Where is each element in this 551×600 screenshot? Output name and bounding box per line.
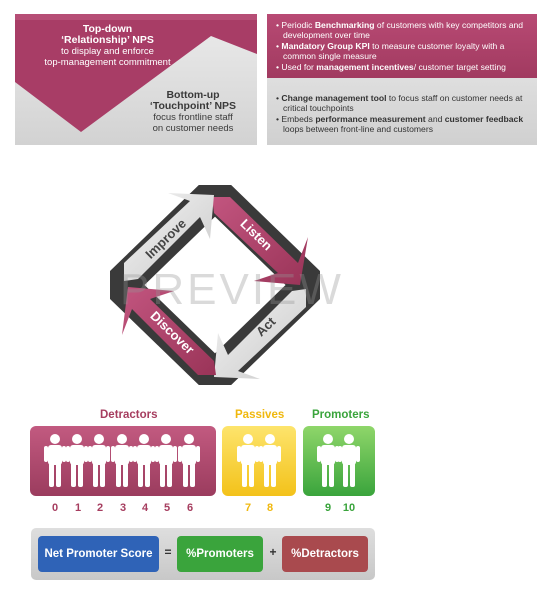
- top-down-nps-text: Top-down ‘Relationship’ NPS to display a…: [25, 23, 190, 69]
- touchpoint-usage-list: • Change management tool to focus staff …: [276, 93, 531, 135]
- passives-label: Passives: [235, 409, 285, 421]
- nps-usage-panel: • Periodic Benchmarking of customers wit…: [267, 14, 537, 145]
- score-3: 3: [119, 502, 127, 514]
- bottom-up-desc-2: on customer needs: [152, 123, 234, 134]
- relationship-chevron-shape: [15, 14, 257, 132]
- score-10: 10: [342, 502, 356, 514]
- person-icon: [317, 434, 339, 487]
- person-icon: [178, 434, 200, 487]
- list-item: • Mandatory Group KPI to measure custome…: [276, 40, 505, 62]
- list-item: • Embeds performance measurement and cus…: [276, 113, 524, 135]
- promoters-label: Promoters: [312, 409, 370, 421]
- person-icon: [338, 434, 360, 487]
- person-icon: [111, 434, 133, 487]
- relationship-nps-label: ‘Relationship’ NPS: [61, 34, 154, 46]
- score-0: 0: [51, 502, 59, 514]
- top-down-desc-2: top-management commitment: [44, 57, 171, 68]
- list-item: • Periodic Benchmarking of customers wit…: [276, 20, 524, 41]
- score-4: 4: [141, 502, 149, 514]
- bottom-up-nps-text: Bottom-up ‘Touchpoint’ NPS focus frontli…: [133, 89, 253, 135]
- passives-box: [222, 426, 296, 496]
- equals-sign: =: [164, 545, 172, 559]
- relationship-usage-list: • Periodic Benchmarking of customers wit…: [276, 20, 531, 72]
- bottom-up-desc-1: focus frontline staff: [153, 112, 233, 123]
- person-icon: [155, 434, 177, 487]
- person-icon: [237, 434, 259, 487]
- top-down-desc-1: to display and enforce: [61, 46, 154, 57]
- relationship-usage-band: [267, 14, 537, 78]
- score-8: 8: [266, 502, 274, 514]
- bottom-up-title: Bottom-up: [166, 89, 220, 101]
- person-icon: [66, 434, 88, 487]
- score-2: 2: [96, 502, 104, 514]
- detractors-pct-box: %Detractors: [282, 536, 368, 572]
- person-icon: [44, 434, 66, 487]
- score-9: 9: [324, 502, 332, 514]
- discover-arrow: [122, 287, 216, 375]
- improve-arrow: [124, 193, 214, 281]
- score-5: 5: [163, 502, 171, 514]
- top-down-title: Top-down: [82, 23, 133, 35]
- act-arrow: [214, 289, 306, 379]
- person-icon: [133, 434, 155, 487]
- promoters-pct-box: %Promoters: [177, 536, 263, 572]
- preview-watermark: PREVIEW: [120, 265, 344, 314]
- person-icon: [88, 434, 110, 487]
- detractors-label: Detractors: [100, 409, 158, 421]
- person-icon: [259, 434, 281, 487]
- score-1: 1: [74, 502, 82, 514]
- list-item: • Used for management incentives/ custom…: [276, 61, 506, 72]
- list-item: • Change management tool to focus staff …: [276, 93, 523, 114]
- score-7: 7: [244, 502, 252, 514]
- touchpoint-nps-label: ‘Touchpoint’ NPS: [149, 100, 237, 112]
- plus-sign: +: [269, 545, 277, 559]
- nps-result-box: Net Promoter Score: [38, 536, 159, 572]
- score-6: 6: [186, 502, 194, 514]
- relationship-touchpoint-panel: Top-down ‘Relationship’ NPS to display a…: [15, 14, 257, 145]
- listen-act-discover-improve-cycle: Listen Act Discover Improve: [110, 185, 320, 385]
- listen-arrow: [212, 197, 308, 285]
